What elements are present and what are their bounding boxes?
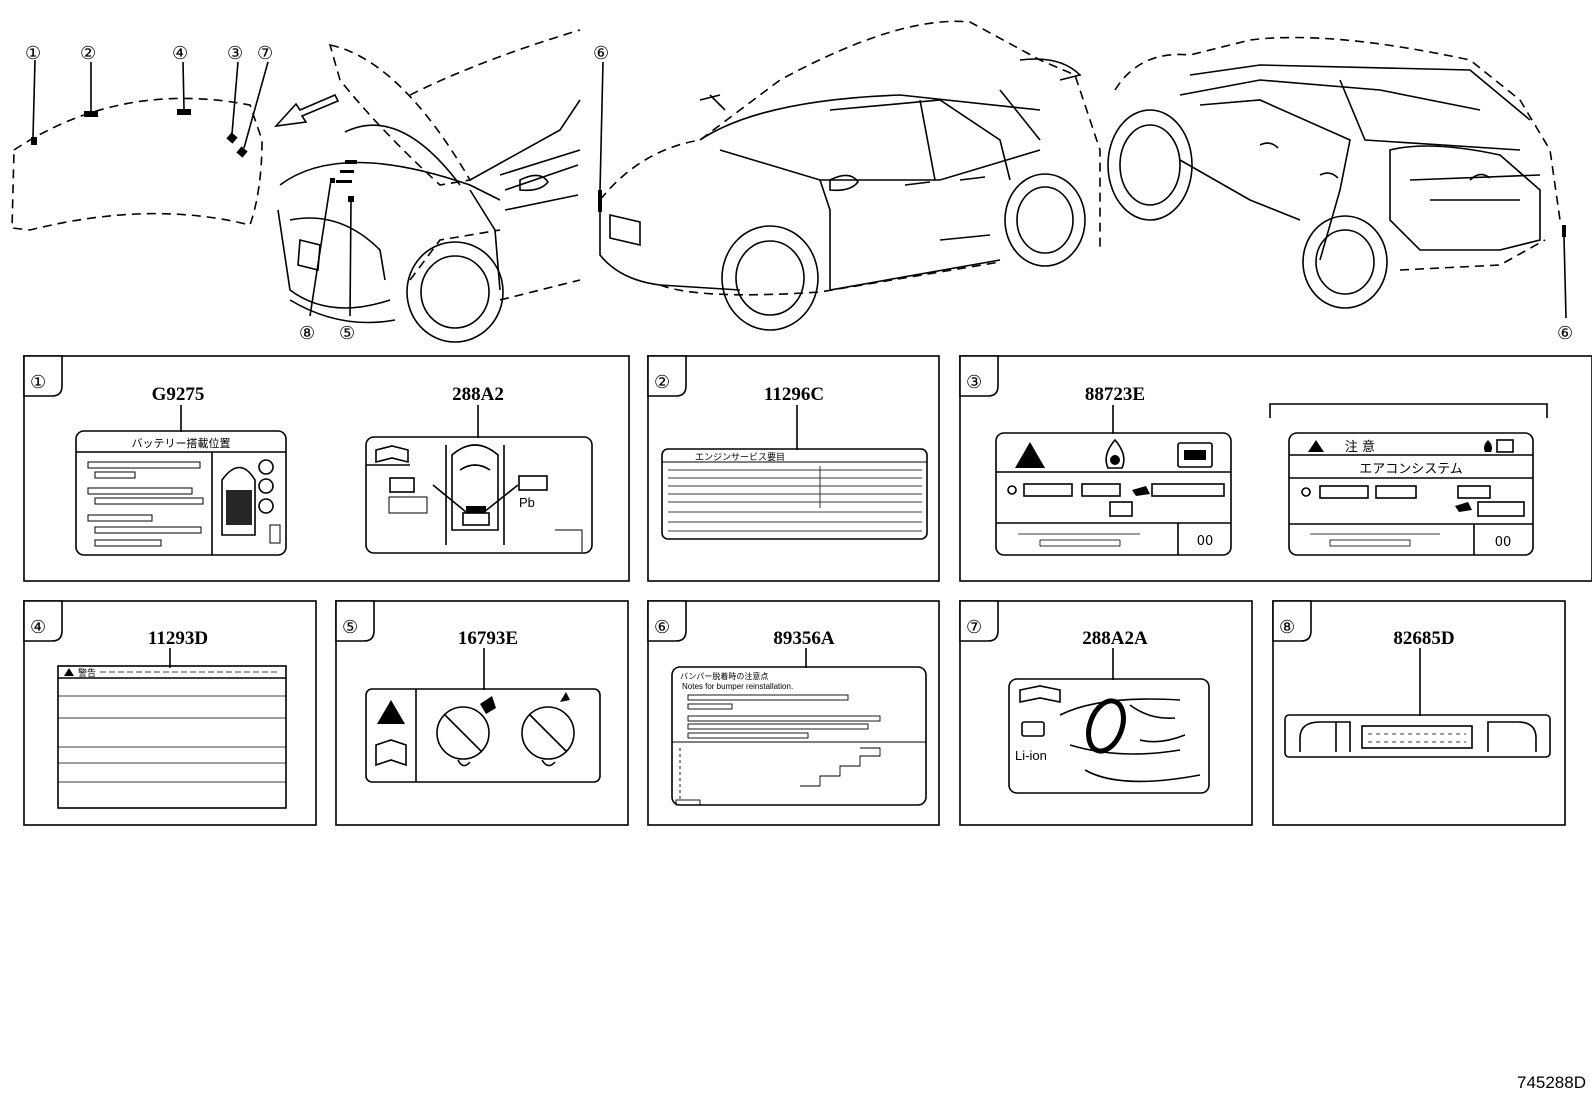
callout-6-rear: ⑥	[1557, 323, 1573, 343]
code-00-b: 00	[1495, 535, 1512, 550]
label-88723E-a: 00	[995, 432, 1232, 556]
caution-text: 注 意	[1345, 439, 1375, 455]
hood-leader-lines	[32, 59, 269, 149]
part-11293D: 11293D	[148, 628, 208, 649]
part-82685D: 82685D	[1393, 628, 1454, 649]
part-16793E: 16793E	[458, 628, 518, 649]
callout-6-side: ⑥	[593, 43, 609, 63]
aircon-system-text: エアコンシステム	[1359, 462, 1463, 477]
callout-8-car: ⑧	[299, 323, 315, 343]
panel-4-number: ④	[30, 617, 46, 637]
pb-text: Pb	[519, 495, 535, 510]
callout-4-top: ④	[172, 43, 188, 63]
bumper-note-text: Notes for bumper reinstallation.	[682, 682, 793, 691]
manual-icon	[375, 739, 407, 767]
callout-5-car: ⑤	[339, 323, 355, 343]
label-288A2: Pb	[365, 436, 593, 554]
panel-1-number: ①	[30, 372, 46, 392]
car-front-open-hood	[277, 29, 581, 343]
battery-location-text: バッテリー搭載位置	[132, 436, 231, 450]
arrow-icon	[273, 93, 340, 128]
hood-outline	[11, 97, 263, 231]
panel-6-number: ⑥	[654, 617, 670, 637]
bumper-jp-text: バンパー脱着時の注意点	[680, 671, 768, 681]
callout-7-top: ⑦	[257, 43, 273, 63]
callout-1-top: ①	[25, 43, 41, 63]
hood-label-marks	[31, 109, 248, 158]
part-88723E: 88723E	[1085, 384, 1145, 405]
part-89356A: 89356A	[773, 628, 835, 649]
car-rear-view	[1107, 36, 1567, 319]
part-288A2A: 288A2A	[1082, 628, 1148, 649]
part-288A2: 288A2	[452, 384, 504, 405]
panel-8-number: ⑧	[1279, 617, 1295, 637]
panel-3: ③ 88723E 00	[959, 355, 1592, 582]
engine-service-text: エンジンサービス要目	[695, 452, 785, 463]
car-side-view	[598, 20, 1101, 331]
label-288A2A: Li-ion	[1008, 678, 1210, 794]
label-89356A: バンパー脱着時の注意点 Notes for bumper reinstallat…	[671, 666, 927, 806]
label-11293D: 警告	[57, 665, 287, 809]
warning-text: 警告	[78, 667, 96, 679]
panel-7: ⑦ 288A2A Li-ion	[959, 600, 1253, 826]
callout-3-top: ③	[227, 43, 243, 63]
panel-3-number: ③	[966, 372, 982, 392]
panel-8: ⑧ 82685D	[1272, 600, 1566, 826]
label-16793E	[365, 688, 601, 783]
part-G9275: G9275	[152, 384, 205, 405]
panel-1: ① G9275 288A2 バッテリー搭載位置	[23, 355, 630, 582]
no-spray-icon-1	[436, 696, 496, 767]
label-82685D	[1284, 714, 1551, 758]
label-88723E-b: 注 意 エアコンシステム 00	[1288, 432, 1534, 556]
panel-6: ⑥ 89356A バンパー脱着時の注意点 Notes for bumper re…	[647, 600, 940, 826]
label-G9275: バッテリー搭載位置	[75, 430, 287, 556]
panel-5: ⑤ 16793E	[335, 600, 629, 826]
panel-7-number: ⑦	[966, 617, 982, 637]
li-ion-text: Li-ion	[1015, 748, 1047, 763]
panel-5-number: ⑤	[342, 617, 358, 637]
code-00-a: 00	[1197, 534, 1214, 549]
warning-icon	[377, 700, 405, 724]
panel-2: ② 11296C エンジンサービス要目	[647, 355, 940, 582]
panel-2-number: ②	[654, 372, 670, 392]
callout-2-top: ②	[80, 43, 96, 63]
part-11296C: 11296C	[764, 384, 824, 405]
panel-4: ④ 11293D 警告	[23, 600, 317, 826]
reference-code: 745288D	[1516, 1073, 1586, 1092]
label-11296C: エンジンサービス要目	[661, 448, 928, 540]
no-spray-icon-2	[521, 692, 575, 767]
